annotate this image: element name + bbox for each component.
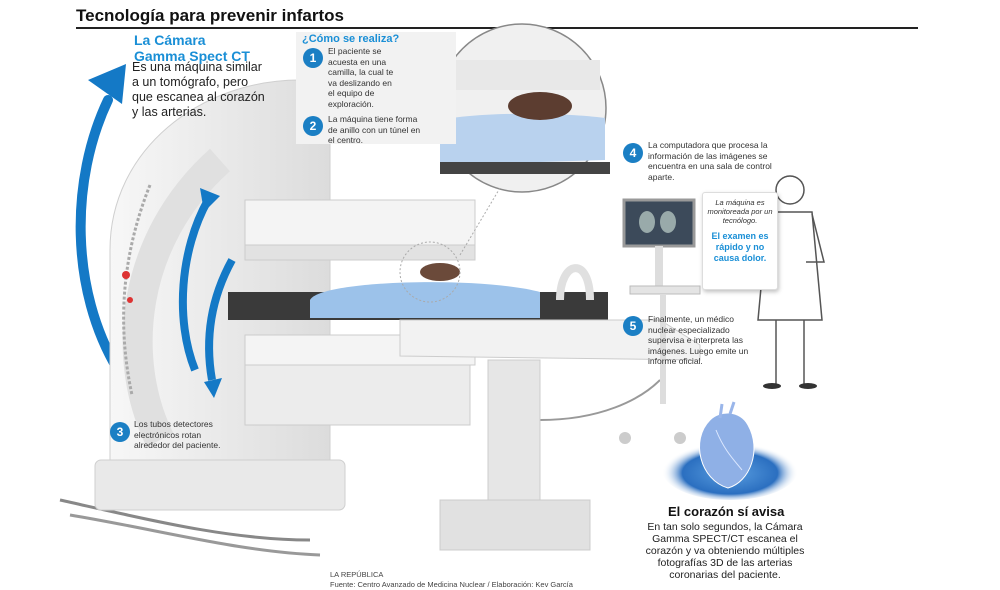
step-2-text: La máquina tiene forma de anillo con un … xyxy=(328,114,421,145)
doctor-bubble-highlight: El examen es rápido y no causa dolor. xyxy=(711,231,769,263)
heart-text: En tan solo segundos, la Cámara Gamma SP… xyxy=(645,521,805,581)
how-title: ¿Cómo se realiza? xyxy=(302,33,400,45)
intro-text: Es una máquina similar a un tomógrafo, p… xyxy=(132,60,265,119)
credit-publisher: LA REPÚBLICA xyxy=(330,570,384,579)
page-title: Tecnología para prevenir infartos xyxy=(76,6,344,25)
step-5-badge: 5 xyxy=(623,316,643,336)
step-4-badge: 4 xyxy=(623,143,643,163)
intro-heading-line1: La Cámara xyxy=(134,32,206,48)
step-4-text: La computadora que procesa la informació… xyxy=(648,140,772,182)
doctor-bubble: La máquina es monitoreada por un tecnólo… xyxy=(702,192,778,290)
doctor-bubble-note: La máquina es monitoreada por un tecnólo… xyxy=(707,198,773,225)
step-2-badge: 2 xyxy=(303,116,323,136)
step-1-text: El paciente se acuesta en una camilla, l… xyxy=(328,46,394,109)
step-3-text: Los tubos detectores electrónicos rotan … xyxy=(134,419,221,450)
step-1-badge: 1 xyxy=(303,48,323,68)
heart-title: El corazón sí avisa xyxy=(668,504,785,519)
step-3-badge: 3 xyxy=(110,422,130,442)
credit-source: Fuente: Centro Avanzado de Medicina Nucl… xyxy=(330,580,573,589)
intro-heading-line2: Gamma Spect CT xyxy=(134,48,250,64)
intro-heading: La Cámara Gamma Spect CT xyxy=(134,32,250,64)
step-5-text: Finalmente, un médico nuclear especializ… xyxy=(648,314,749,366)
